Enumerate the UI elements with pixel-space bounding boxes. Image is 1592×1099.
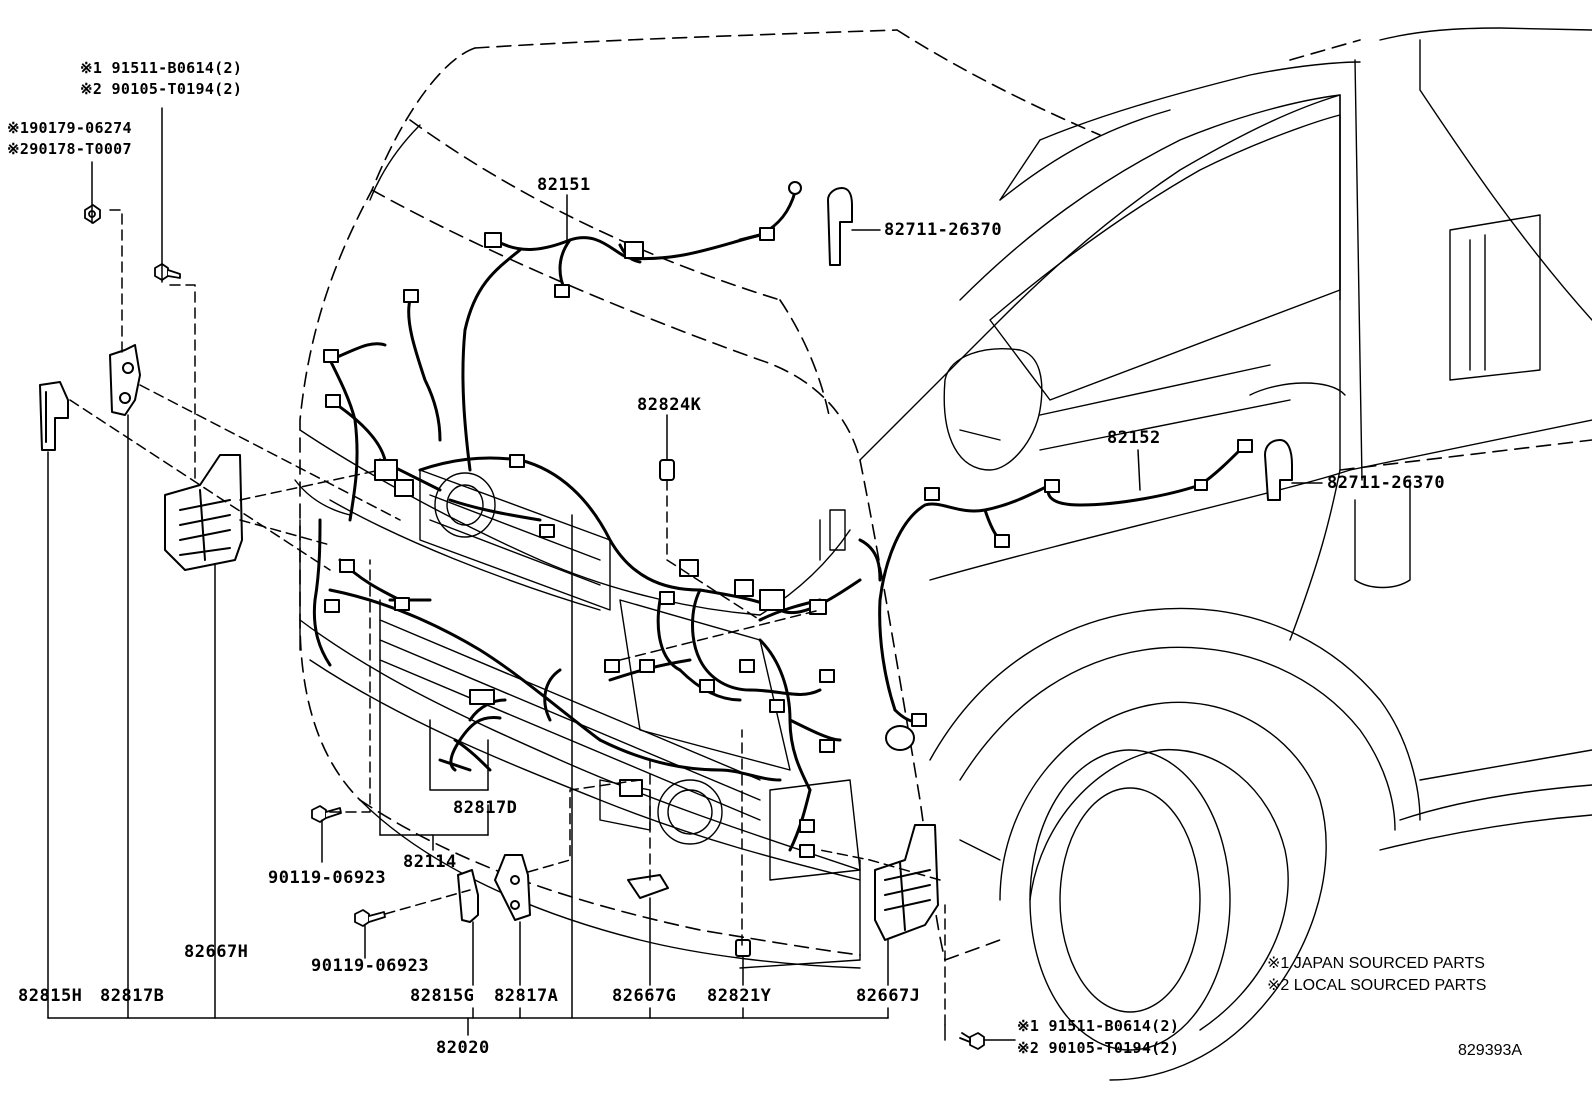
label-82151: 82151 [537,175,591,195]
bracket-82815G [457,869,479,923]
harness-82151 [461,190,797,472]
vehicle-body-outline [299,29,1592,961]
assembly-leader-lines [69,209,946,1026]
note-top-bolt-1: ※1 91511-B0614(2) [80,59,243,77]
label-82821Y: 82821Y [707,986,772,1006]
label-82815G: 82815G [410,986,475,1006]
note-top-bolt-2: ※2 90105-T0194(2) [80,80,243,98]
bracket-82817B [109,344,141,416]
label-82817A: 82817A [494,986,559,1006]
note-bottom-bolt-1: ※1 91511-B0614(2) [1017,1017,1180,1035]
label-82817B: 82817B [100,986,165,1006]
label-82667H: 82667H [184,942,249,962]
label-82711-26370-right: 82711-26370 [1327,473,1446,493]
legend-local-sourced: ※2 LOCAL SOURCED PARTS [1267,977,1487,994]
label-82020: 82020 [436,1038,490,1058]
label-leader-lines [47,107,1323,1041]
label-82817D: 82817D [453,798,518,818]
note-top-nut-2: ※290178-T0007 [7,140,132,158]
label-82815H: 82815H [18,986,83,1006]
clip-82711-right [1264,439,1293,501]
note-top-nut-1: ※190179-06274 [7,119,132,137]
clamp-82824K [659,459,675,481]
holder-82667G [627,874,669,899]
label-82667J: 82667J [856,986,921,1006]
harness-82151-connectors [484,181,802,298]
label-82667G: 82667G [612,986,677,1006]
harness-82817D [449,715,502,772]
clamp-82821Y [735,939,751,957]
harness-82152 [878,443,1247,724]
label-90119-06923-upper: 90119-06923 [268,868,387,888]
harness-82152-connectors [885,439,1253,751]
relay-block-82667H [164,454,243,571]
fastener-bolts [84,204,985,1050]
bracket-82817A [494,854,531,921]
label-82711-26370-top: 82711-26370 [884,220,1003,240]
harness-engine-room-connectors [323,289,835,858]
harness-engine-room [312,298,882,852]
bracket-82815H [39,381,69,451]
label-90119-06923-lower: 90119-06923 [311,956,430,976]
clip-82711-top [827,187,853,266]
legend-japan-sourced: ※1 JAPAN SOURCED PARTS [1267,955,1485,972]
label-82152: 82152 [1107,428,1161,448]
label-82114: 82114 [403,852,457,872]
diagram-reference-number: 829393A [1458,1042,1523,1059]
vehicle-body-detail [294,27,1592,1081]
relay-block-82667J [874,824,939,941]
note-bottom-bolt-2: ※2 90105-T0194(2) [1017,1039,1180,1057]
label-82824K: 82824K [637,395,702,415]
